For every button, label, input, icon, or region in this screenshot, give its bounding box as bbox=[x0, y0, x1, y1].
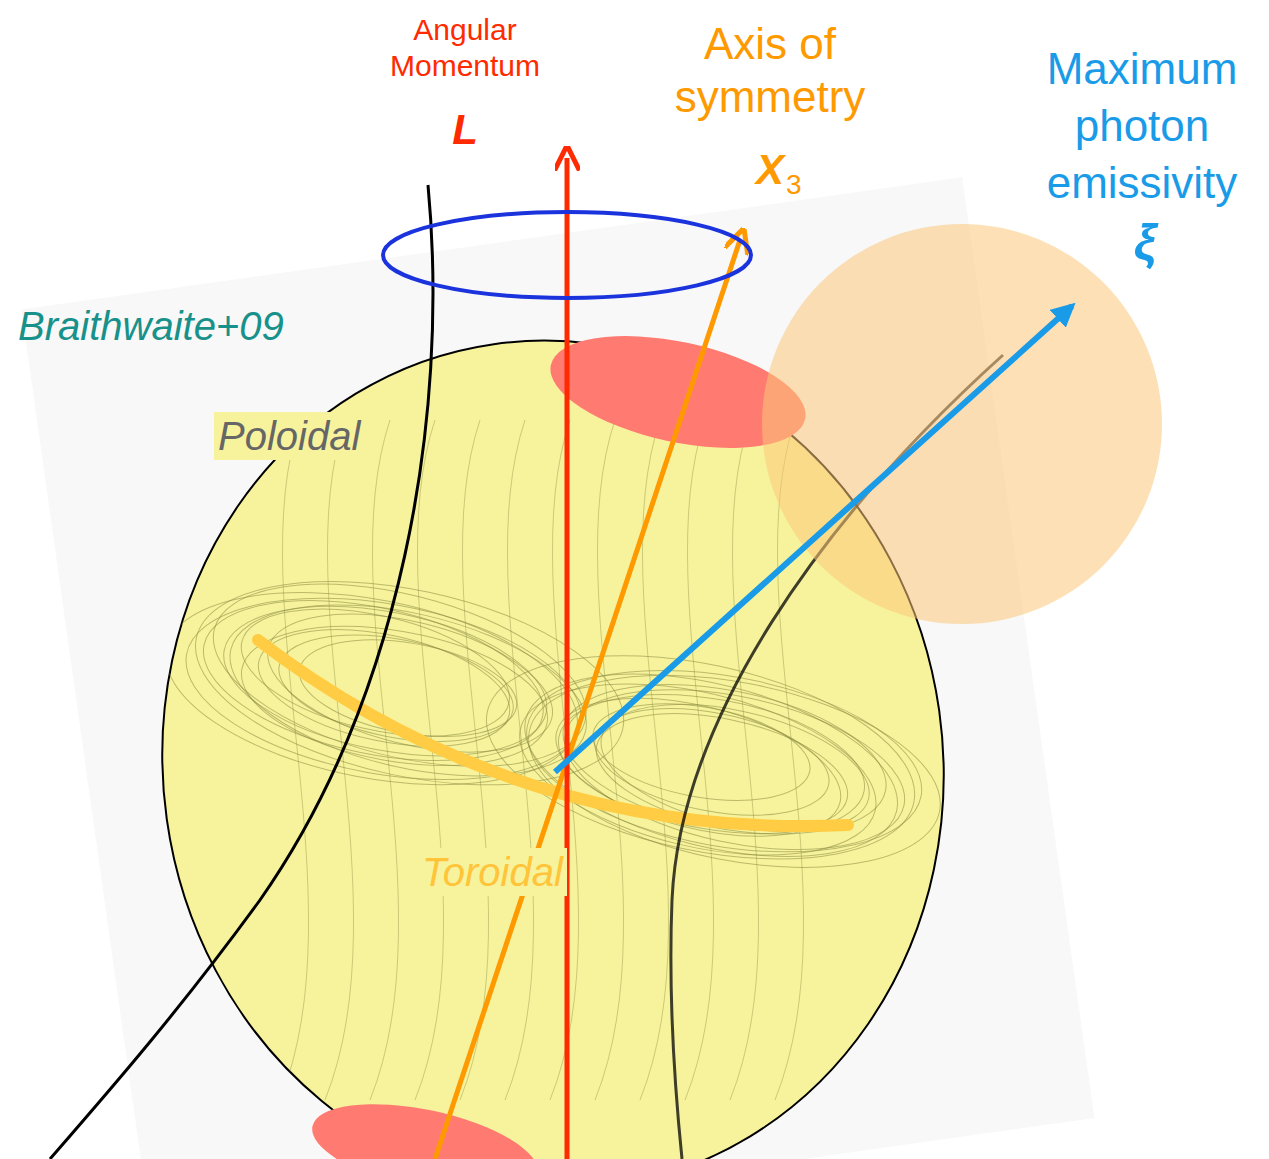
axis-symbol: L bbox=[425, 105, 505, 155]
emissivity-vector bbox=[555, 306, 1072, 772]
axis-symbol: X bbox=[744, 145, 784, 195]
angular-momentum-axis bbox=[565, 158, 570, 1159]
rotation-ring bbox=[383, 212, 751, 298]
symmetry-axis bbox=[435, 240, 740, 1159]
field-label: Toroidal bbox=[418, 848, 567, 896]
citation: Braithwaite+09 bbox=[18, 302, 378, 350]
emission-cone bbox=[762, 224, 1162, 624]
axis-symbol: ξ bbox=[1110, 212, 1180, 272]
polar-cap bbox=[304, 1087, 546, 1159]
axis-label: Maximum photon emissivity bbox=[1022, 40, 1262, 212]
axis-subscript: 3 bbox=[786, 168, 816, 202]
field-label: Poloidal bbox=[214, 412, 364, 460]
axis-label: Axis of symmetry bbox=[655, 18, 885, 124]
axis-label: Angular Momentum bbox=[375, 12, 555, 84]
